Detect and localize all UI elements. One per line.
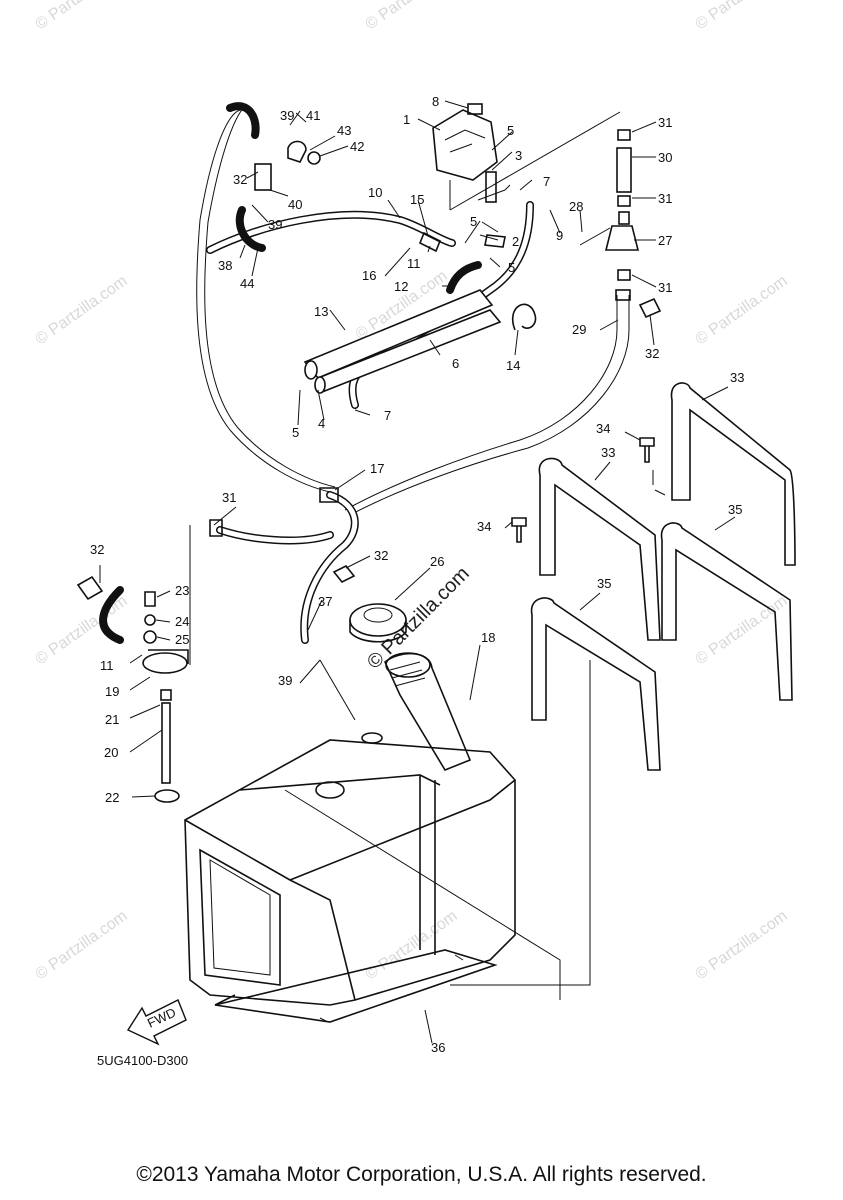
- callout: 11: [100, 658, 114, 673]
- diagram-code: 5UG4100-D300: [97, 1053, 189, 1068]
- callout: 34: [477, 519, 491, 534]
- fuel-tank: [184, 603, 591, 1006]
- callout: 37: [318, 594, 332, 609]
- pump-bolt: [467, 103, 483, 115]
- watermark: © Partzilla.com: [693, 273, 791, 349]
- callout: 10: [368, 185, 382, 200]
- callout: 28: [569, 199, 583, 214]
- watermark: © Partzilla.com: [363, 908, 461, 984]
- tank-pad: [214, 949, 498, 1023]
- callout: 43: [337, 123, 351, 138]
- callout: 32: [90, 542, 104, 557]
- hose-30: [616, 147, 632, 193]
- callout: 13: [314, 304, 328, 319]
- callout: 34: [596, 421, 610, 436]
- callout: 35: [728, 502, 742, 517]
- callout: 11: [407, 256, 421, 271]
- callout: 31: [222, 490, 236, 505]
- callout: 9: [556, 228, 563, 243]
- watermark-center: © Partzilla.com: [363, 563, 474, 674]
- callout: 31: [658, 280, 672, 295]
- callout: 19: [105, 684, 119, 699]
- callout: 40: [288, 197, 302, 212]
- callout: 33: [601, 445, 615, 460]
- watermark: © Partzilla.com: [33, 0, 131, 33]
- callout: 39: [278, 673, 292, 688]
- watermarks: © Partzilla.com © Partzilla.com © Partzi…: [33, 0, 791, 983]
- callout: 42: [350, 139, 364, 154]
- callout: 20: [104, 745, 118, 760]
- callout: 14: [506, 358, 520, 373]
- callout: 7: [543, 174, 550, 189]
- callout: 39: [268, 217, 282, 232]
- callout-labels: 1 2 3 4 5 5 5 5 6 7 7 8 9 10 11 11 12 13…: [90, 94, 744, 1055]
- callout: 3: [515, 148, 522, 163]
- inline-filter: [254, 163, 272, 191]
- filler-cap: [349, 603, 407, 637]
- callout: 17: [370, 461, 384, 476]
- callout: 36: [431, 1040, 445, 1055]
- callout: 32: [233, 172, 247, 187]
- watermark: © Partzilla.com: [33, 908, 131, 984]
- callout: 32: [374, 548, 388, 563]
- callout: 5: [292, 425, 299, 440]
- callout: 41: [306, 108, 320, 123]
- callout: 4: [318, 416, 325, 431]
- callout: 23: [175, 583, 189, 598]
- leader-lines: [99, 100, 736, 1044]
- callout: 30: [658, 150, 672, 165]
- callout: 7: [384, 408, 391, 423]
- callout: 5: [508, 260, 515, 275]
- fuel-hoses-assembly: [76, 102, 662, 665]
- callout: 8: [432, 94, 439, 109]
- pickup-tube: [161, 702, 171, 784]
- fwd-arrow-icon: FWD: [126, 999, 187, 1046]
- callout: 15: [410, 192, 424, 207]
- callout: 27: [658, 233, 672, 248]
- callout: 31: [658, 191, 672, 206]
- callout: 31: [658, 115, 672, 130]
- callout: 35: [597, 576, 611, 591]
- watermark: © Partzilla.com: [33, 593, 131, 669]
- callout: 5: [470, 214, 477, 229]
- callout: 16: [362, 268, 376, 283]
- callout: 5: [507, 123, 514, 138]
- callout: 18: [481, 630, 495, 645]
- fuel-pump: [432, 109, 498, 181]
- callout: 26: [430, 554, 444, 569]
- callout: 39: [280, 108, 294, 123]
- watermark: © Partzilla.com: [33, 273, 131, 349]
- callout: 21: [105, 712, 119, 727]
- fuel-filter: [604, 225, 640, 251]
- callout: 12: [394, 279, 408, 294]
- callout: 1: [403, 112, 410, 127]
- mounting-bands: [511, 382, 796, 771]
- callout: 32: [645, 346, 659, 361]
- copyright-notice: ©2013 Yamaha Motor Corporation, U.S.A. A…: [136, 1163, 707, 1186]
- callout: 24: [175, 614, 189, 629]
- callout: 38: [218, 258, 232, 273]
- callout: 6: [452, 356, 459, 371]
- watermark: © Partzilla.com: [363, 0, 461, 33]
- watermark: © Partzilla.com: [693, 908, 791, 984]
- callout: 44: [240, 276, 254, 291]
- callout: 25: [175, 632, 189, 647]
- callout: 2: [512, 234, 519, 249]
- callout: 22: [105, 790, 119, 805]
- callout: 33: [730, 370, 744, 385]
- watermark: © Partzilla.com: [693, 0, 791, 33]
- callout: 29: [572, 322, 586, 337]
